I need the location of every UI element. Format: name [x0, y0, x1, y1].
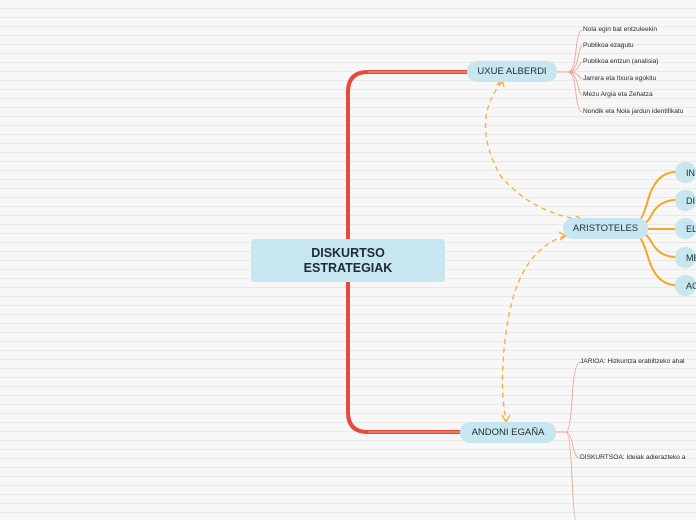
uxue-item[interactable]: Nondik eta Nola jardun identifikatu	[583, 108, 684, 115]
uxue-item[interactable]: Mezu Argia eta Zehatza	[583, 91, 653, 98]
topic-aristoteles[interactable]: ARISTOTELES	[563, 218, 648, 239]
uxue-leaf-connectors	[557, 29, 583, 113]
uxue-item[interactable]: Jarrera eta Itxura egokitu	[583, 75, 657, 82]
branch-andoni	[346, 280, 462, 434]
topic-andoni-egana[interactable]: ANDONI EGAÑA	[460, 422, 556, 443]
central-topic-line1: DISKURTSO	[311, 245, 385, 260]
central-topic-line2: ESTRATEGIAK	[303, 260, 393, 275]
andoni-item[interactable]: JARIOA: Hizkuntza erabiltzeko ahal	[580, 358, 685, 365]
uxue-item[interactable]: Publikoa ezagutu	[583, 42, 634, 49]
aristoteles-item[interactable]: EL	[675, 218, 696, 239]
andoni-leaf-connectors	[556, 361, 581, 520]
uxue-item[interactable]: Nola egin bat entzuleekin	[583, 26, 658, 33]
branch-uxue	[346, 70, 470, 241]
andoni-item[interactable]: DISKURTSOA: Ideiak adierazteko a	[580, 454, 686, 461]
uxue-item[interactable]: Publikoa entzun (analisia)	[583, 58, 659, 65]
dashed-links	[484, 81, 583, 421]
topic-uxue-alberdi[interactable]: UXUE ALBERDI	[467, 61, 557, 82]
aristoteles-item[interactable]: AC	[675, 275, 696, 296]
aristoteles-item[interactable]: DI	[675, 190, 696, 211]
aristoteles-item[interactable]: ME	[675, 247, 696, 268]
aristoteles-item[interactable]: IN	[675, 162, 696, 183]
central-topic[interactable]: DISKURTSO ESTRATEGIAK	[251, 239, 445, 282]
